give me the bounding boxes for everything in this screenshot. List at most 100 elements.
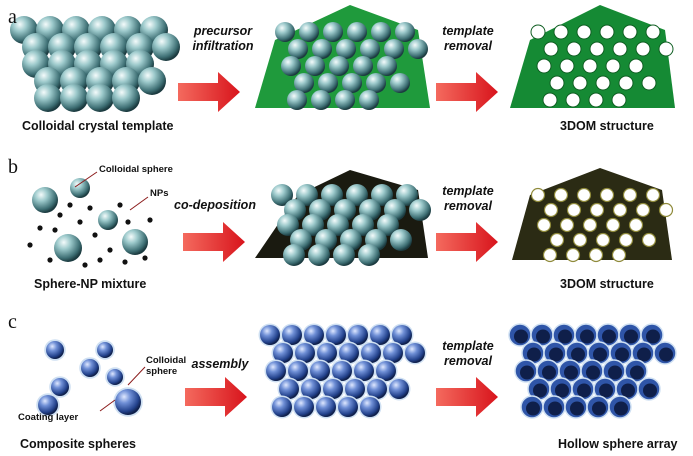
pore bbox=[595, 232, 611, 248]
sphere bbox=[304, 325, 324, 345]
pore bbox=[549, 75, 565, 91]
sphere bbox=[396, 184, 418, 206]
sphere bbox=[336, 39, 356, 59]
callout-colloidal-sphere-b: Colloidal sphere bbox=[99, 164, 173, 175]
pore bbox=[559, 217, 575, 233]
nanoparticle bbox=[47, 257, 53, 263]
callout-colloidal-sphere-c-line1: Colloidal bbox=[146, 355, 187, 366]
sphere bbox=[312, 39, 332, 59]
sphere bbox=[370, 325, 390, 345]
colloidal-crystal-template-image bbox=[10, 16, 180, 112]
pore bbox=[566, 41, 582, 57]
pore bbox=[658, 202, 674, 218]
sphere bbox=[409, 199, 431, 221]
pore bbox=[628, 58, 644, 74]
sphere bbox=[310, 361, 330, 381]
colloidal-sphere bbox=[98, 210, 118, 230]
pore bbox=[588, 247, 604, 263]
hollow-sphere-array-image bbox=[508, 323, 677, 419]
sphere bbox=[361, 343, 381, 363]
row-a-panel: a precursor infiltration template remova… bbox=[0, 0, 693, 150]
hollow-cavity bbox=[571, 347, 585, 362]
pore bbox=[565, 247, 581, 263]
sphere bbox=[335, 90, 355, 110]
pore bbox=[530, 24, 546, 40]
hollow-cavity bbox=[558, 329, 572, 344]
step-c2-line1: template bbox=[442, 339, 494, 353]
sphere bbox=[339, 343, 359, 363]
pore bbox=[622, 24, 638, 40]
hollow-cavity bbox=[577, 383, 591, 398]
pore bbox=[536, 217, 552, 233]
caption-colloidal-crystal-template: Colloidal crystal template bbox=[22, 119, 174, 133]
callout-line-sphere-c bbox=[127, 366, 146, 386]
3dom-structure-green-image bbox=[510, 5, 675, 108]
composite-spheres-image bbox=[36, 339, 143, 417]
pore bbox=[566, 202, 582, 218]
colloidal-sphere bbox=[107, 369, 123, 385]
pore bbox=[611, 247, 627, 263]
sphere bbox=[390, 229, 412, 251]
hollow-cavity bbox=[580, 329, 594, 344]
sphere bbox=[152, 33, 180, 61]
step-c1-line1: assembly bbox=[191, 357, 249, 371]
sphere bbox=[281, 56, 301, 76]
sphere bbox=[371, 22, 391, 42]
step-b1-line1: co-deposition bbox=[174, 198, 256, 212]
step-a2-label: template removal bbox=[428, 24, 508, 54]
hollow-cavity bbox=[586, 365, 600, 380]
caption-composite-spheres: Composite spheres bbox=[20, 437, 137, 451]
nanoparticle bbox=[122, 259, 128, 265]
callout-colloidal-sphere-c: Colloidal sphere bbox=[146, 355, 186, 377]
arrow-b1 bbox=[183, 222, 245, 262]
step-a1-label: precursor infiltration bbox=[183, 24, 263, 54]
colloidal-sphere bbox=[38, 395, 58, 415]
hollow-cavity bbox=[602, 329, 616, 344]
hollow-cavity bbox=[520, 365, 534, 380]
pore bbox=[589, 41, 605, 57]
infiltrated-template-image bbox=[255, 5, 430, 110]
pore bbox=[536, 58, 552, 74]
sphere bbox=[277, 214, 299, 236]
pore bbox=[543, 41, 559, 57]
hollow-cavity bbox=[646, 329, 660, 344]
caption-sphere-np-mixture: Sphere-NP mixture bbox=[34, 277, 147, 291]
sphere bbox=[299, 22, 319, 42]
pore bbox=[628, 217, 644, 233]
colloidal-sphere bbox=[46, 341, 64, 359]
hollow-cavity bbox=[659, 347, 673, 362]
sphere bbox=[348, 325, 368, 345]
sphere bbox=[367, 379, 387, 399]
hollow-cavity bbox=[637, 347, 651, 362]
arrow-c2 bbox=[436, 377, 498, 417]
sphere bbox=[288, 39, 308, 59]
sphere bbox=[395, 22, 415, 42]
sphere bbox=[296, 184, 318, 206]
hollow-cavity bbox=[570, 401, 584, 416]
hollow-cavity bbox=[614, 401, 628, 416]
sphere bbox=[408, 39, 428, 59]
colloidal-sphere bbox=[70, 178, 90, 198]
sphere bbox=[86, 84, 114, 112]
row-b-panel: b Colloidal sphere NPs co-deposition tem… bbox=[0, 150, 693, 300]
pore bbox=[635, 41, 651, 57]
sphere bbox=[271, 184, 293, 206]
sphere bbox=[405, 343, 425, 363]
sphere bbox=[333, 244, 355, 266]
sphere bbox=[279, 379, 299, 399]
sphere bbox=[354, 361, 374, 381]
pore bbox=[599, 24, 615, 40]
pore bbox=[645, 24, 661, 40]
sphere bbox=[316, 397, 336, 417]
sphere bbox=[389, 379, 409, 399]
hollow-cavity bbox=[630, 365, 644, 380]
nanoparticle bbox=[107, 247, 113, 253]
step-b2-line1: template bbox=[442, 184, 494, 198]
pore bbox=[658, 41, 674, 57]
step-c2-label: template removal bbox=[428, 339, 508, 369]
hollow-cavity bbox=[555, 383, 569, 398]
pore bbox=[645, 187, 661, 203]
step-c1-label: assembly bbox=[180, 357, 260, 372]
sphere bbox=[34, 84, 62, 112]
hollow-cavity bbox=[549, 347, 563, 362]
